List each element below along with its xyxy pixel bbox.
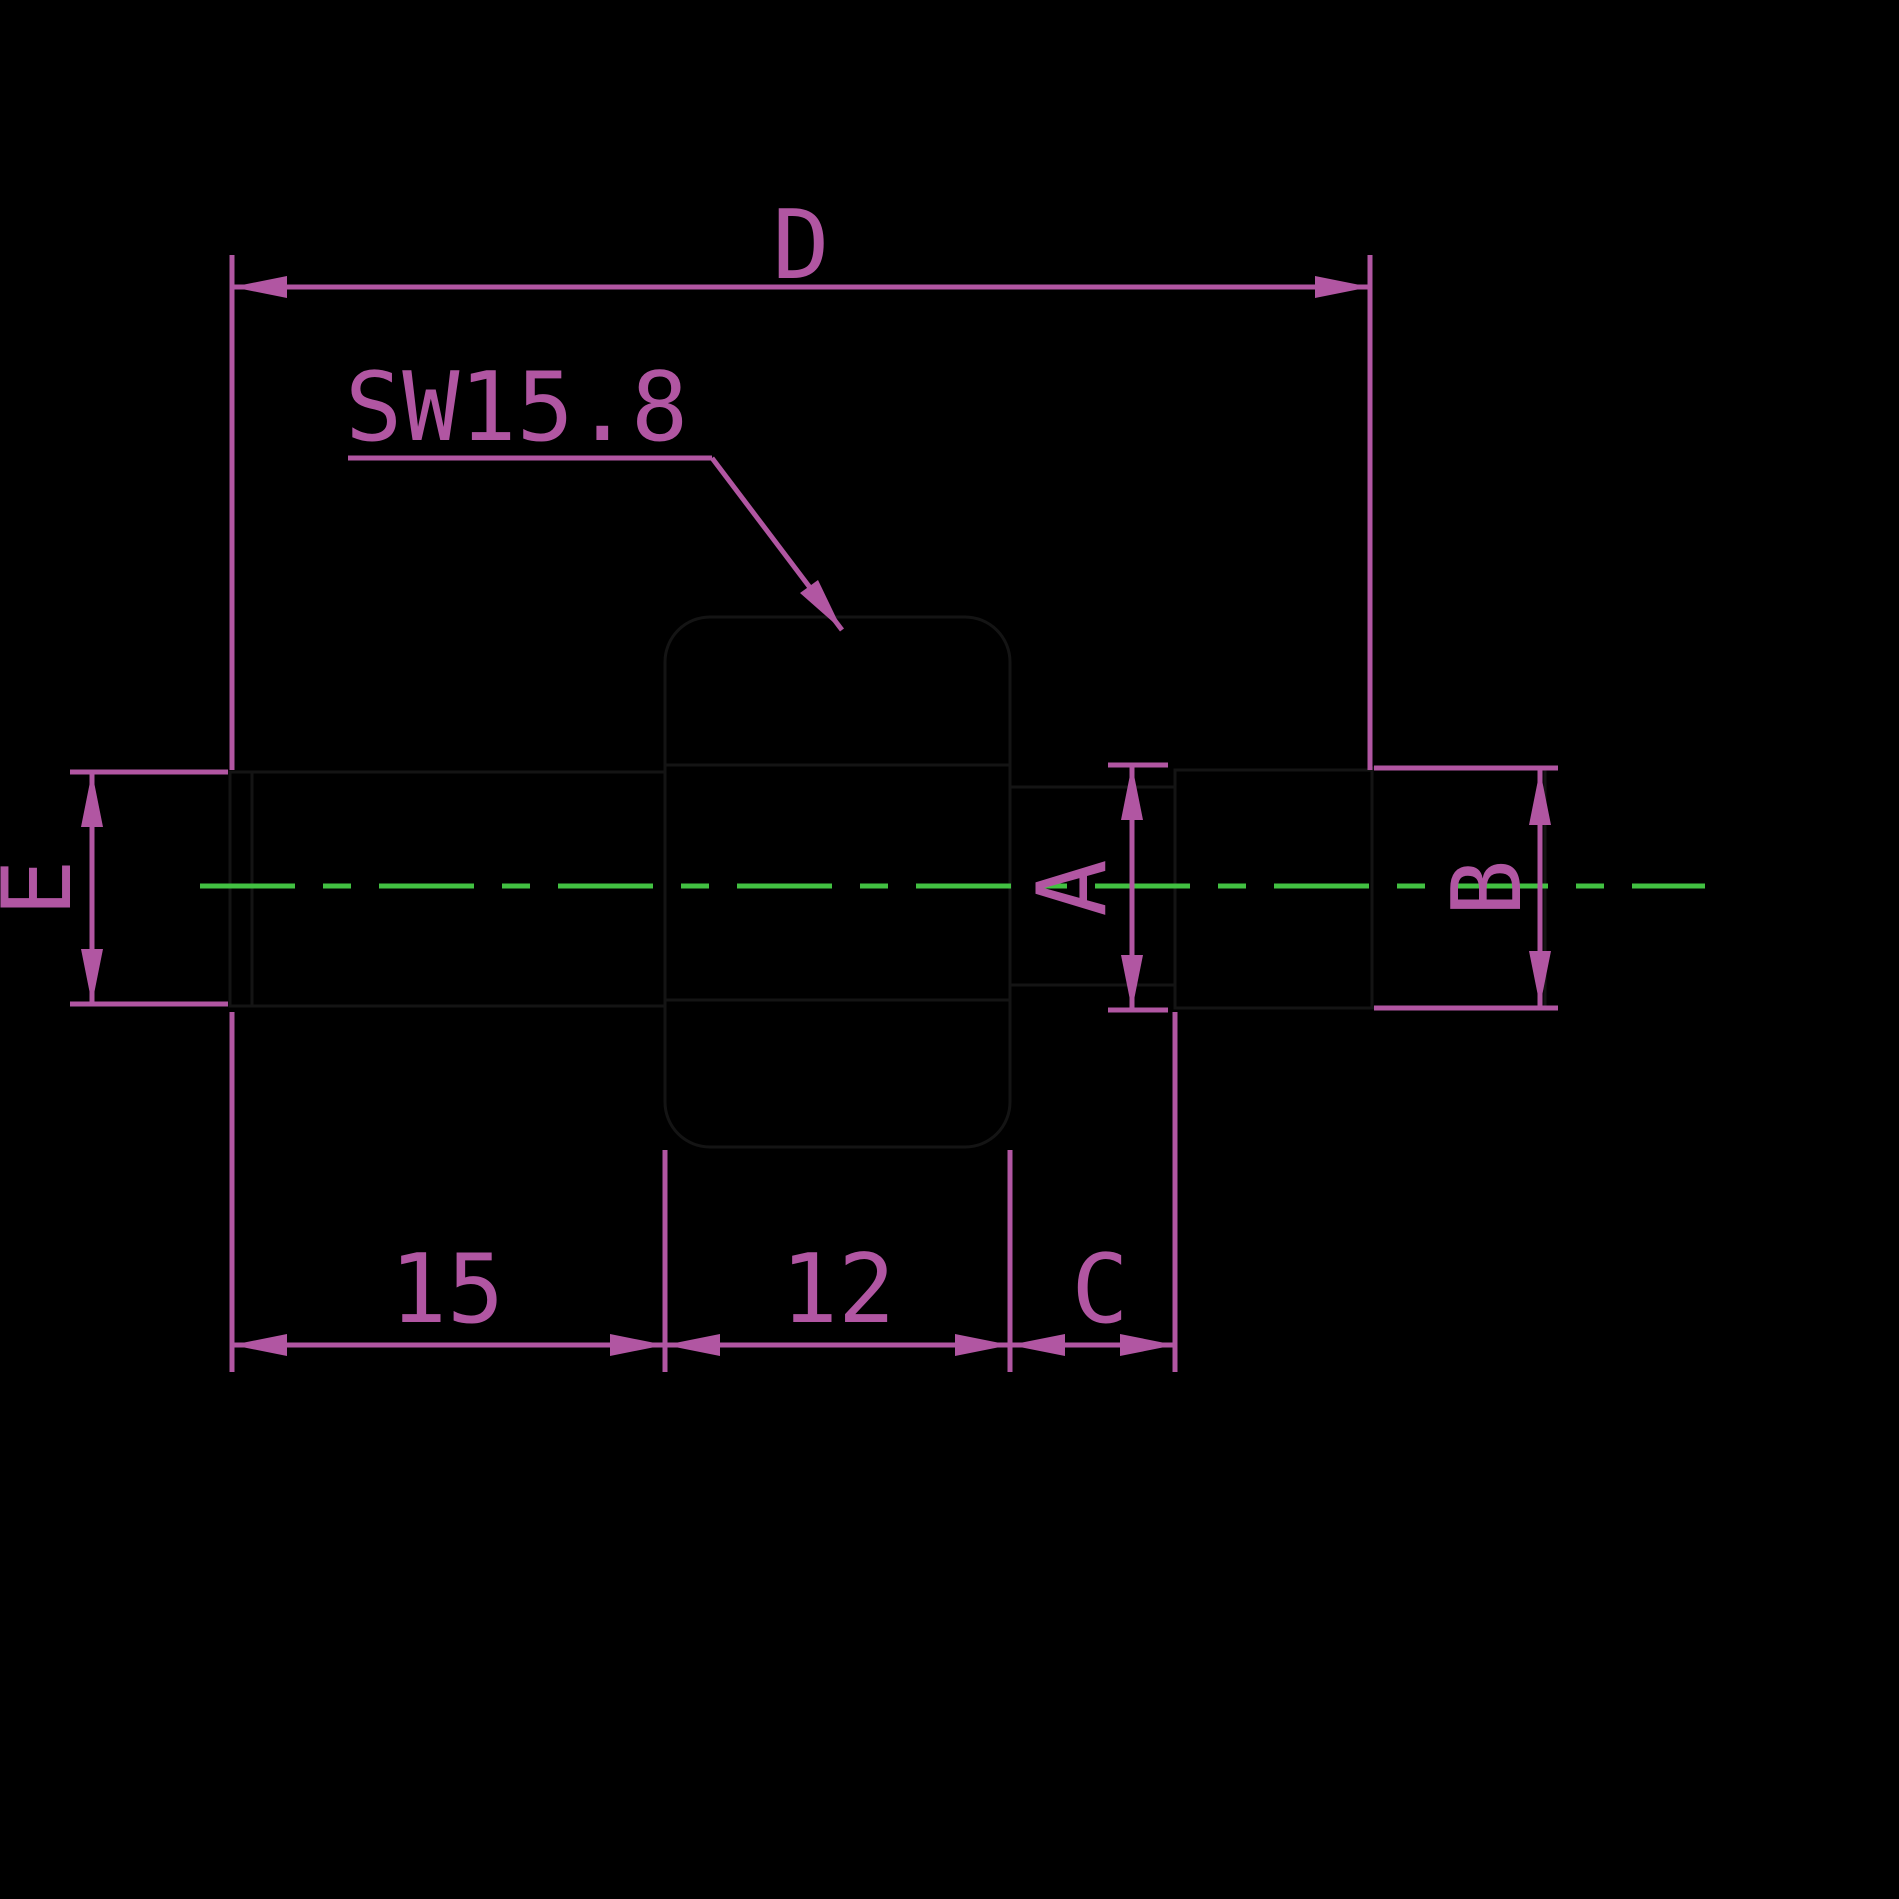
dim-a-arrow-top-icon	[1121, 765, 1143, 820]
dimension-a: A	[1018, 762, 1168, 1013]
dim-a-arrow-bottom-icon	[1121, 955, 1143, 1010]
callout-sw-arrow-icon	[800, 580, 842, 630]
dim-b-arrow-top-icon	[1529, 770, 1551, 825]
dimension-chain-bottom: 15 12 C	[229, 1012, 1178, 1372]
dim-label-c: C	[1071, 1235, 1128, 1345]
callout-label-sw: SW15.8	[345, 353, 688, 463]
dim-e-arrow-bottom-icon	[81, 949, 103, 1004]
dim-d-arrow-left-icon	[232, 276, 287, 298]
dimension-e: E	[0, 769, 228, 1007]
hex-nut	[663, 615, 1012, 1149]
dim-c-arrow-left-icon	[1010, 1334, 1065, 1356]
part-outline	[228, 615, 1547, 1149]
dim-label-a: A	[1018, 859, 1128, 916]
right-body	[1173, 768, 1374, 1010]
dim-e-arrow-top-icon	[81, 772, 103, 827]
dimension-d: D	[229, 191, 1373, 770]
dim-b-arrow-bottom-icon	[1529, 951, 1551, 1006]
dim-15-arrow-right-icon	[610, 1334, 665, 1356]
callout-sw: SW15.8	[345, 353, 844, 632]
dim-label-15: 15	[390, 1235, 504, 1345]
dim-c-arrow-right-icon	[1120, 1334, 1175, 1356]
dim-label-12: 12	[781, 1235, 895, 1345]
dim-label-e: E	[0, 859, 93, 916]
dim-label-d: D	[772, 191, 829, 301]
dim-12-arrow-right-icon	[955, 1334, 1010, 1356]
dim-d-arrow-right-icon	[1315, 276, 1370, 298]
dim-15-arrow-left-icon	[232, 1334, 287, 1356]
dim-12-arrow-left-icon	[665, 1334, 720, 1356]
left-threaded-stud	[228, 770, 667, 1008]
dimension-b: B	[1374, 765, 1558, 1011]
dim-label-b: B	[1433, 859, 1543, 916]
